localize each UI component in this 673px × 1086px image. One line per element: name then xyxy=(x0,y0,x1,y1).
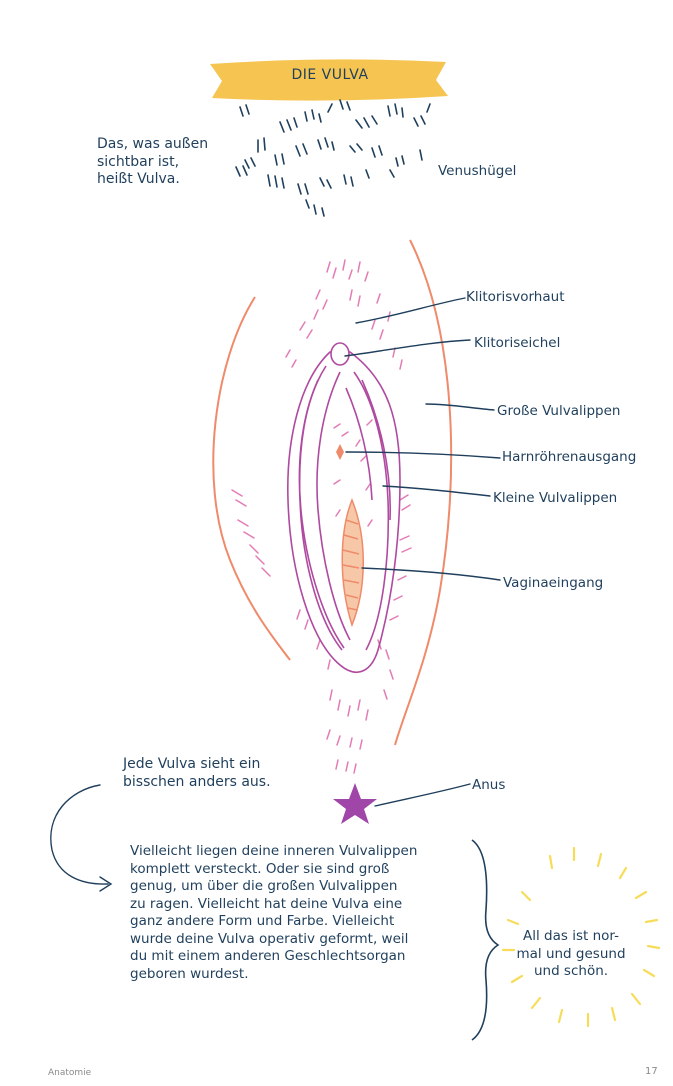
footer-page-number: 17 xyxy=(645,1066,658,1077)
note-line-1: Jede Vulva sieht ein xyxy=(123,755,271,773)
intro-line-3: heißt Vulva. xyxy=(97,171,208,189)
label-anus: Anus xyxy=(472,777,505,793)
outer-labia-left xyxy=(213,297,290,660)
label-klitorisvorhaut: Klitorisvorhaut xyxy=(466,289,564,305)
curved-arrow xyxy=(51,785,108,884)
paragraph-line-7: du mit einem anderen Geschlechtsorgan xyxy=(130,948,470,966)
pubic-hair-strokes xyxy=(236,100,430,216)
footer-section: Anatomie xyxy=(48,1068,91,1078)
label-harnroehrenausgang: Harnröhrenausgang xyxy=(502,449,636,465)
clitoris-glans xyxy=(331,343,349,365)
sun-note-line-2: mal und gesund xyxy=(512,946,630,964)
leader-vaginaeingang xyxy=(362,568,500,580)
pink-hatching xyxy=(232,260,411,773)
leader-harnroehrenausgang xyxy=(346,452,500,458)
banner-title: DIE VULVA xyxy=(270,67,390,83)
sun-note-line-3: und schön. xyxy=(512,963,630,981)
label-venushuegel: Venushügel xyxy=(438,163,516,179)
leader-kleine-vulvalippen xyxy=(383,486,490,496)
intro-text: Das, was außen sichtbar ist, heißt Vulva… xyxy=(97,136,208,189)
outer-labia-right xyxy=(395,240,451,745)
intro-line-1: Das, was außen xyxy=(97,136,208,154)
paragraph-line-1: Vielleicht liegen deine inneren Vulvalip… xyxy=(130,843,470,861)
anus-star xyxy=(333,783,377,824)
leader-klitoriseichel xyxy=(345,340,470,356)
label-vaginaeingang: Vaginaeingang xyxy=(503,575,603,591)
label-kleine-vulvalippen: Kleine Vulvalippen xyxy=(493,490,617,506)
paragraph-line-5: ganz andere Form und Farbe. Vielleicht xyxy=(130,913,470,931)
urethra xyxy=(336,444,344,460)
sun-note-line-1: All das ist nor- xyxy=(512,928,630,946)
label-grosse-vulvalippen: Große Vulvalippen xyxy=(497,403,620,419)
paragraph-line-4: zu ragen. Vielleicht hat deine Vulva ein… xyxy=(130,896,470,914)
note-text: Jede Vulva sieht ein bisschen anders aus… xyxy=(123,755,271,791)
paragraph-line-6: wurde deine Vulva operativ geformt, weil xyxy=(130,931,470,949)
explanation-paragraph: Vielleicht liegen deine inneren Vulvalip… xyxy=(130,843,470,983)
paragraph-line-8: geboren wurdest. xyxy=(130,966,470,984)
leader-anus xyxy=(375,784,470,806)
vaginal-opening xyxy=(342,500,363,625)
intro-line-2: sichtbar ist, xyxy=(97,154,208,172)
paragraph-line-3: genug, um über die großen Vulvalippen xyxy=(130,878,470,896)
label-klitoriseichel: Klitoriseichel xyxy=(474,335,560,351)
leader-klitorisvorhaut xyxy=(356,298,465,323)
paragraph-line-2: komplett versteckt. Oder sie sind groß xyxy=(130,861,470,879)
curly-brace xyxy=(472,840,498,1040)
note-line-2: bisschen anders aus. xyxy=(123,773,271,791)
sun-note: All das ist nor- mal und gesund und schö… xyxy=(512,928,630,981)
leader-grosse-vulvalippen xyxy=(426,404,494,410)
leader-lines xyxy=(51,298,500,891)
inner-labia xyxy=(288,352,400,672)
